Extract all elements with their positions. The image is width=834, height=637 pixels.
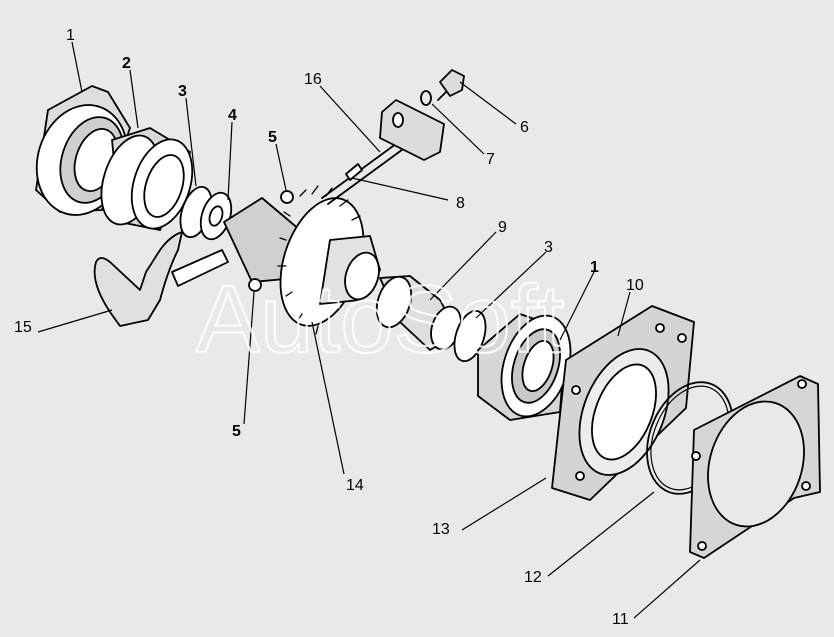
callout-11: 11 [612, 611, 629, 628]
part-13-housing [551, 305, 695, 501]
part-3-ring-right [453, 309, 487, 363]
part-5-ball-top [280, 190, 294, 204]
part-11-gasket [689, 375, 821, 559]
part-14-gear [223, 185, 381, 335]
callout-5: 5 [268, 129, 277, 146]
callout-13: 13 [432, 521, 450, 538]
part-15-fork [93, 231, 229, 327]
callout-5-bottom: 5 [232, 423, 241, 440]
watermark: AutoSoft [196, 266, 564, 373]
callout-8: 8 [456, 195, 465, 212]
part-16-shaft [321, 99, 445, 205]
callout-4: 4 [228, 107, 237, 124]
callout-labels: 1 2 3 4 5 16 6 7 8 9 3 1 10 15 5 14 13 1… [14, 27, 644, 628]
callout-16: 16 [304, 71, 322, 88]
callout-3-right: 3 [544, 239, 553, 256]
callout-1-right: 1 [590, 259, 599, 276]
callout-12: 12 [524, 569, 542, 586]
callout-15: 15 [14, 319, 32, 336]
part-7-washer [420, 90, 432, 106]
callout-2: 2 [122, 55, 131, 72]
part-4-washer [199, 191, 233, 241]
callout-3: 3 [178, 83, 187, 100]
callout-6: 6 [520, 119, 529, 136]
part-6-bolt [437, 69, 465, 101]
callout-14: 14 [346, 477, 364, 494]
callout-9: 9 [498, 219, 507, 236]
part-2-sleeve [100, 127, 194, 231]
callout-1: 1 [66, 27, 75, 44]
part-5-ball-bottom [248, 278, 262, 292]
callout-7: 7 [486, 151, 495, 168]
part-9-shaft [375, 275, 462, 351]
part-1-bearing-right [477, 313, 572, 421]
callout-10: 10 [626, 277, 644, 294]
leader-lines [37, 41, 701, 619]
